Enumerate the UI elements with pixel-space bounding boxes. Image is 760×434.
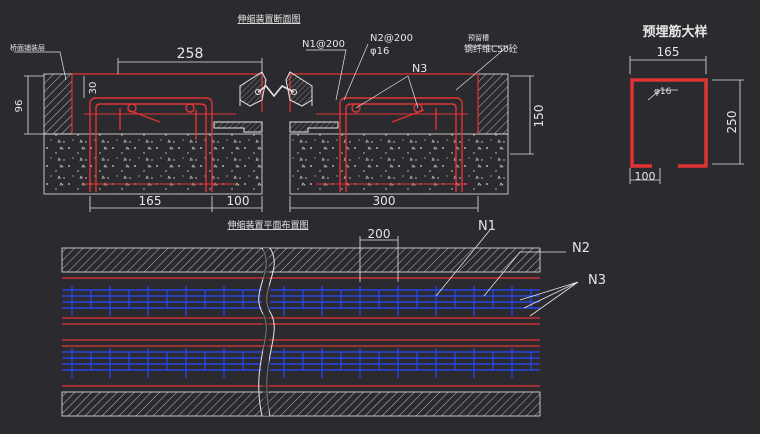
dim-30: 30 (88, 82, 99, 95)
plan-view: 伸缩装置平面布置图 200 N1 N2 (61, 219, 606, 417)
expansion-joint-device (213, 71, 339, 133)
dim-96: 96 (14, 100, 25, 113)
left-pavement-label: 桥面铺装层 (10, 43, 45, 52)
c50-label: 钢纤维C50砼 (464, 43, 518, 55)
right-rebars (316, 97, 468, 192)
plan-n1-label: N1 (478, 219, 496, 234)
section-title: 伸缩装置断面图 (237, 13, 300, 25)
detail-phi16: φ16 (654, 87, 672, 97)
n1-label: N1@200 (302, 39, 345, 50)
plan-top-hatch (61, 247, 541, 273)
left-rebars (84, 97, 236, 192)
left-pavement-hatch (43, 73, 73, 135)
plan-red-lines (62, 277, 540, 387)
n3-label: N3 (412, 62, 427, 75)
dim-258: 258 (177, 46, 204, 62)
dim-100: 100 (227, 194, 250, 208)
plan-bottom-hatch (61, 391, 541, 417)
detail-dim-100: 100 (635, 170, 656, 183)
plan-n3-label: N3 (588, 273, 606, 288)
n2-label: N2@200 (370, 33, 413, 44)
left-concrete-slab (43, 133, 263, 195)
detail-view: 预埋筋大样 165 φ16 250 100 (629, 24, 744, 184)
section-view: 伸缩装置断面图 (10, 13, 546, 212)
embedded-bar-shape (630, 78, 708, 168)
plan-n2-label: N2 (572, 241, 590, 256)
dim-300: 300 (373, 194, 396, 208)
section-dimensions (24, 58, 534, 212)
dim-165: 165 (139, 194, 162, 208)
dim-150: 150 (532, 105, 546, 128)
detail-title: 预埋筋大样 (642, 24, 707, 40)
plan-title: 伸缩装置平面布置图 (227, 219, 308, 231)
embedded-groove-label: 预留槽 (468, 33, 489, 42)
phi16-label: φ16 (370, 46, 389, 57)
right-pavement-hatch (477, 73, 509, 135)
plan-dim-200: 200 (368, 227, 391, 241)
plan-blue-bars (62, 286, 540, 378)
detail-dim-250: 250 (725, 111, 739, 134)
detail-dim-165: 165 (657, 45, 680, 59)
section-leaders (14, 43, 509, 109)
right-concrete-slab (289, 133, 509, 195)
